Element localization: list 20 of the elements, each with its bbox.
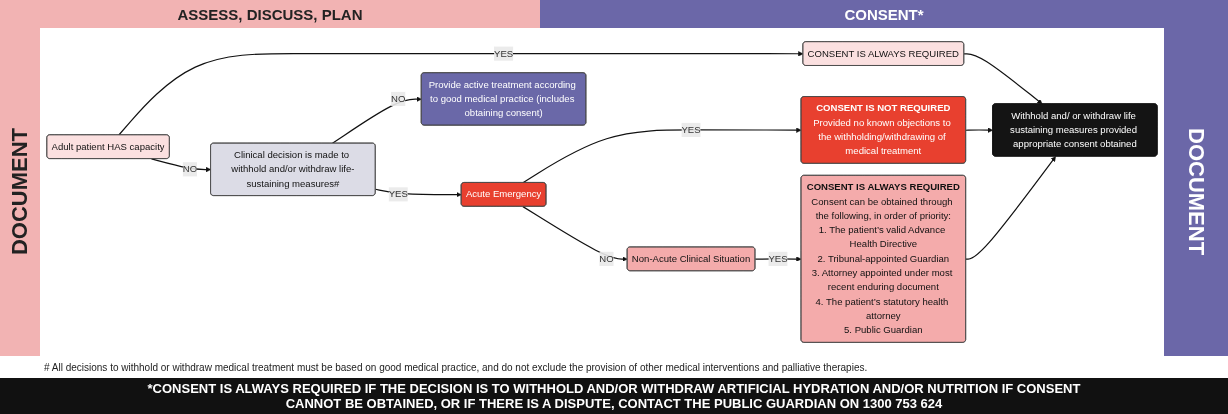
arrow [522,127,802,184]
side-label: DOCUMENT [1183,128,1209,256]
edge-label: YES [388,189,408,200]
arrow [965,156,1056,260]
side-label: DOCUMENT [7,128,33,256]
arrow [963,53,1043,105]
edge-label: YES [494,48,514,59]
edge-label: NO [182,163,198,175]
footnote: # All decisions to withhold or withdraw medical treatment must be based on good medical practice, and do not exclude the provision of other medical interventions and palliative therapies. [44,362,869,373]
edge-label: YES [768,253,788,264]
arrow [965,127,994,133]
section-header: CONSENT* [540,0,1228,28]
arrow [522,206,628,262]
arrow [118,51,804,136]
notice-banner: *CONSENT IS ALWAYS REQUIRED IF THE DECISION IS TO WITHHOLD AND/OR WITHDRAW ARTIFICIAL HYDRATION AND/OR NUTRITION IF CONSENT CANNOT BE OBTAINED, OR IF THERE IS A DISPUTE, CONTACT THE PUBLIC GUARDIAN ON 1300 753 624 [0,378,1228,414]
edge-label: YES [681,124,701,135]
section-header: ASSESS, DISCUSS, PLAN [0,0,540,28]
arrow [331,96,422,144]
edge-label: NO [599,253,614,264]
edge-label: NO [391,93,406,104]
